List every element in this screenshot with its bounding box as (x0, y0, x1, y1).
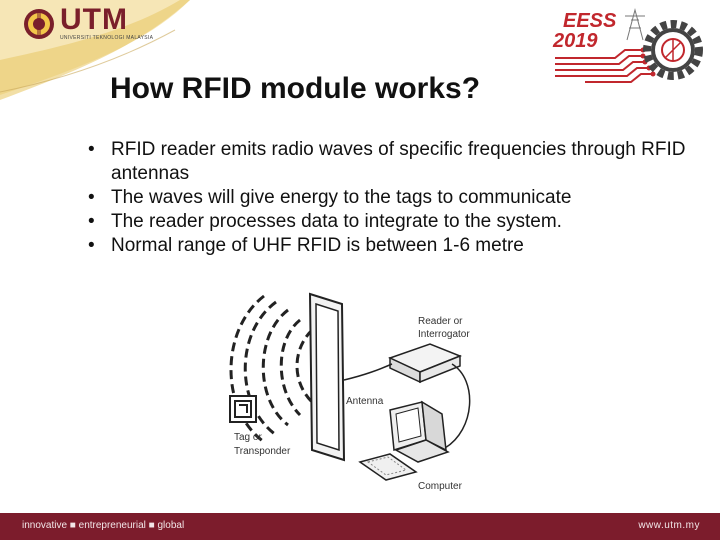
footer-tagline: innovative ■ entrepreneurial ■ global (22, 520, 185, 531)
bullet-item: • RFID reader emits radio waves of specif… (88, 138, 698, 186)
bullet-text: The reader processes data to integrate t… (111, 211, 562, 232)
bullet-marker: • (88, 235, 95, 256)
tag-icon (229, 395, 257, 423)
bullet-item: • Normal range of UHF RFID is between 1-6… (88, 234, 698, 258)
utm-logo-text: UTM (60, 3, 128, 36)
utm-crest-icon (24, 8, 54, 39)
bullet-marker: • (88, 211, 95, 232)
bullet-item: • The reader processes data to integrate … (88, 210, 698, 234)
reader-cable (444, 363, 471, 449)
tag-label-line2: Transponder (234, 446, 291, 457)
computer-icon (358, 400, 450, 481)
eess-logo-line2: 2019 (553, 30, 598, 52)
reader-device-icon (388, 343, 463, 384)
computer-label: Computer (418, 481, 463, 492)
footer-bar: innovative ■ entrepreneurial ■ global ww… (0, 513, 720, 540)
radio-waves (229, 294, 314, 444)
rfid-diagram: Tag or Transponder Reader or Interrogato… (229, 292, 471, 492)
antenna-label: Antenna (346, 396, 384, 407)
antenna-panel (308, 292, 346, 462)
utm-logo-subtext: UNIVERSITI TEKNOLOGI MALAYSIA (60, 35, 154, 41)
bullet-list: • RFID reader emits radio waves of specif… (88, 138, 698, 258)
bullet-text: The waves will give energy to the tags t… (111, 187, 572, 208)
utm-logo: UTM UNIVERSITI TEKNOLOGI MALAYSIA (22, 3, 154, 41)
bullet-item: • The waves will give energy to the tags … (88, 186, 698, 210)
bullet-text: Normal range of UHF RFID is between 1-6 … (111, 235, 524, 256)
eess-logo-line1: EESS (563, 10, 617, 32)
bullet-marker: • (88, 187, 95, 208)
eess-2019-logo: EESS 2019 (545, 6, 710, 98)
eess-graphic-icon (555, 8, 703, 83)
reader-label-line2: Interrogator (418, 329, 470, 340)
slide-title: How RFID module works? (110, 72, 481, 105)
antenna-cable (343, 363, 393, 381)
tag-label: Tag or (234, 432, 262, 443)
bullet-marker: • (88, 139, 95, 160)
footer-website: www.utm.my (638, 520, 700, 531)
reader-label: Reader or (418, 316, 463, 327)
bullet-text: RFID reader emits radio waves of specifi… (111, 139, 686, 184)
